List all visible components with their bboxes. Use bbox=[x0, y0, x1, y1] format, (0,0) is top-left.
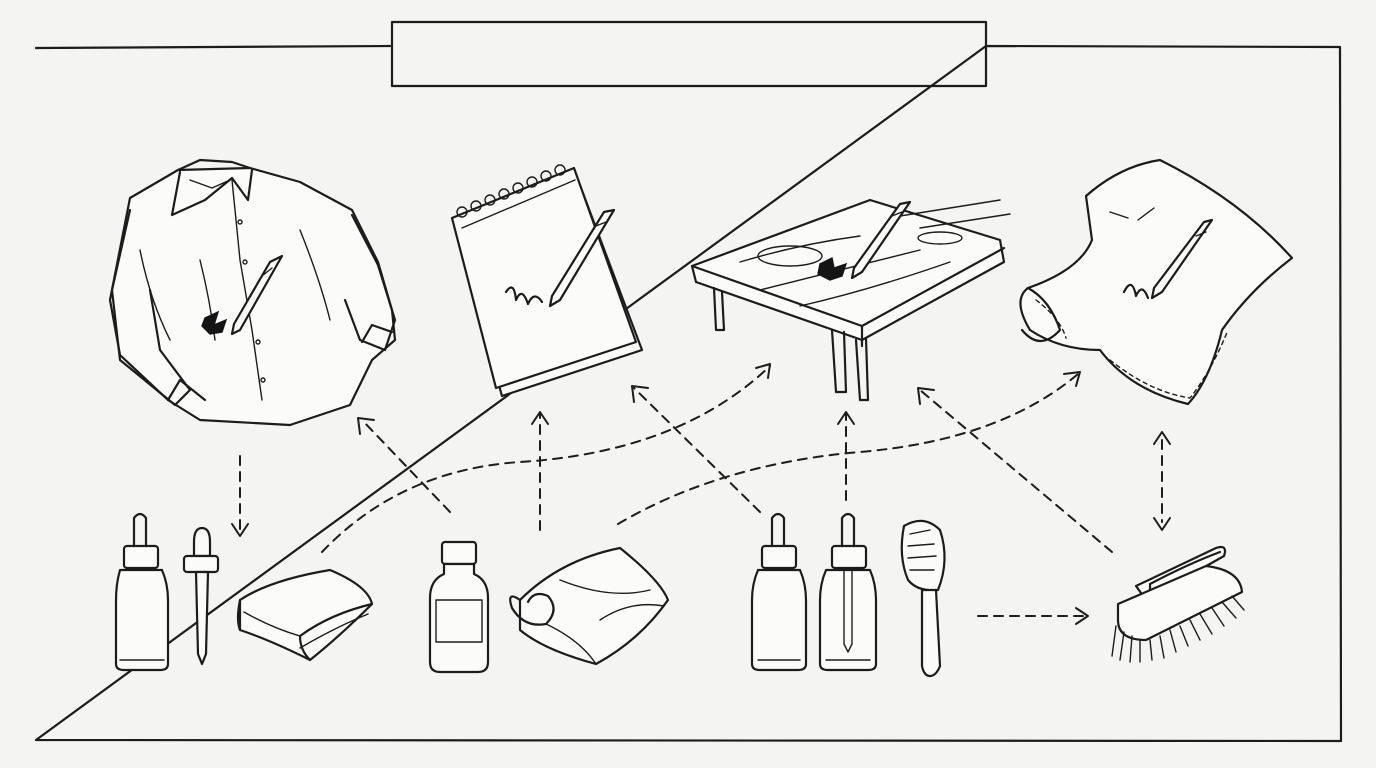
fabric-sleeve-icon bbox=[1019, 158, 1294, 406]
connector-arrows bbox=[231, 363, 1171, 625]
spiral-binding bbox=[456, 164, 566, 218]
shirt-icon bbox=[108, 158, 397, 427]
dropper-bottle-icon bbox=[750, 512, 808, 672]
rolled-towel-icon bbox=[509, 546, 670, 666]
title-box bbox=[390, 20, 988, 88]
dropper-icon bbox=[182, 526, 220, 666]
scrub-brush-icon bbox=[1111, 545, 1245, 663]
dropper-bottle-icon bbox=[818, 512, 878, 672]
medicine-bottle-icon bbox=[428, 540, 490, 674]
notepad-icon bbox=[450, 164, 644, 398]
wooden-table-icon bbox=[690, 198, 1011, 402]
folded-cloth-icon bbox=[236, 568, 374, 662]
brush-icon bbox=[900, 519, 946, 678]
dropper-bottle-icon bbox=[114, 512, 170, 672]
outer-frame bbox=[34, 44, 1343, 743]
